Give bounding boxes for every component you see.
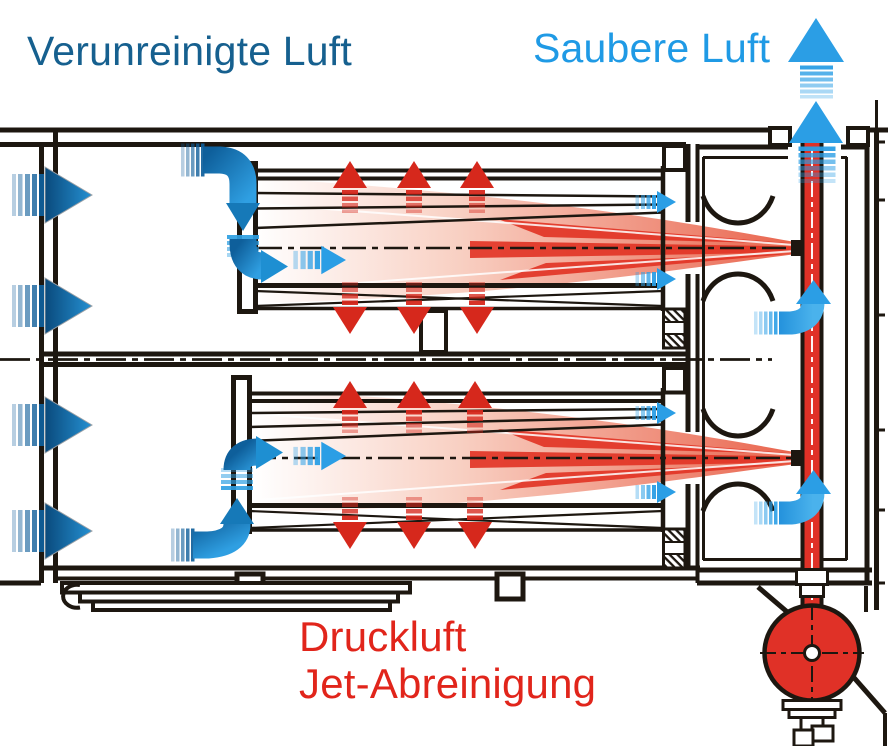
jet-cleaning-label-line2: Jet-Abreinigung <box>299 660 597 707</box>
tank-center-mark <box>803 644 821 662</box>
clean-air-exhaust-arrow <box>788 18 844 99</box>
jet-cleaning-label: Druckluft Jet-Abreinigung <box>299 613 596 707</box>
flow-bend-upper <box>181 143 288 283</box>
roof-outlet-curbs <box>768 126 870 147</box>
housing <box>0 100 888 612</box>
compressed-air-tank <box>760 603 864 746</box>
centerlines <box>0 246 800 460</box>
tank-bottom-valve <box>781 699 843 746</box>
clean-air-label: Saubere Luft <box>533 25 771 71</box>
dust-tray <box>60 581 412 612</box>
compressed-air-pipe <box>791 138 829 608</box>
clean-riser-arrow-lower <box>754 470 831 525</box>
wall-tick-marks <box>876 140 885 585</box>
dirty-air-label: Verunreinigte Luft <box>27 28 352 74</box>
cartridge-mount-hatch-lower <box>662 527 687 570</box>
clean-riser-arrow-upper <box>754 280 831 335</box>
venturi-upper <box>700 195 776 302</box>
flow-bend-lower <box>171 436 283 562</box>
venturi-lower <box>700 408 776 512</box>
filter-cartridge-lower <box>231 366 687 570</box>
clean-air-outlet-arrow <box>789 101 843 183</box>
jet-nozzle-upper <box>791 240 804 256</box>
cartridge-mount-hatch-upper <box>662 307 687 350</box>
jet-nozzle-lower <box>791 450 804 466</box>
jet-cleaning-label-line1: Druckluft <box>299 613 467 660</box>
